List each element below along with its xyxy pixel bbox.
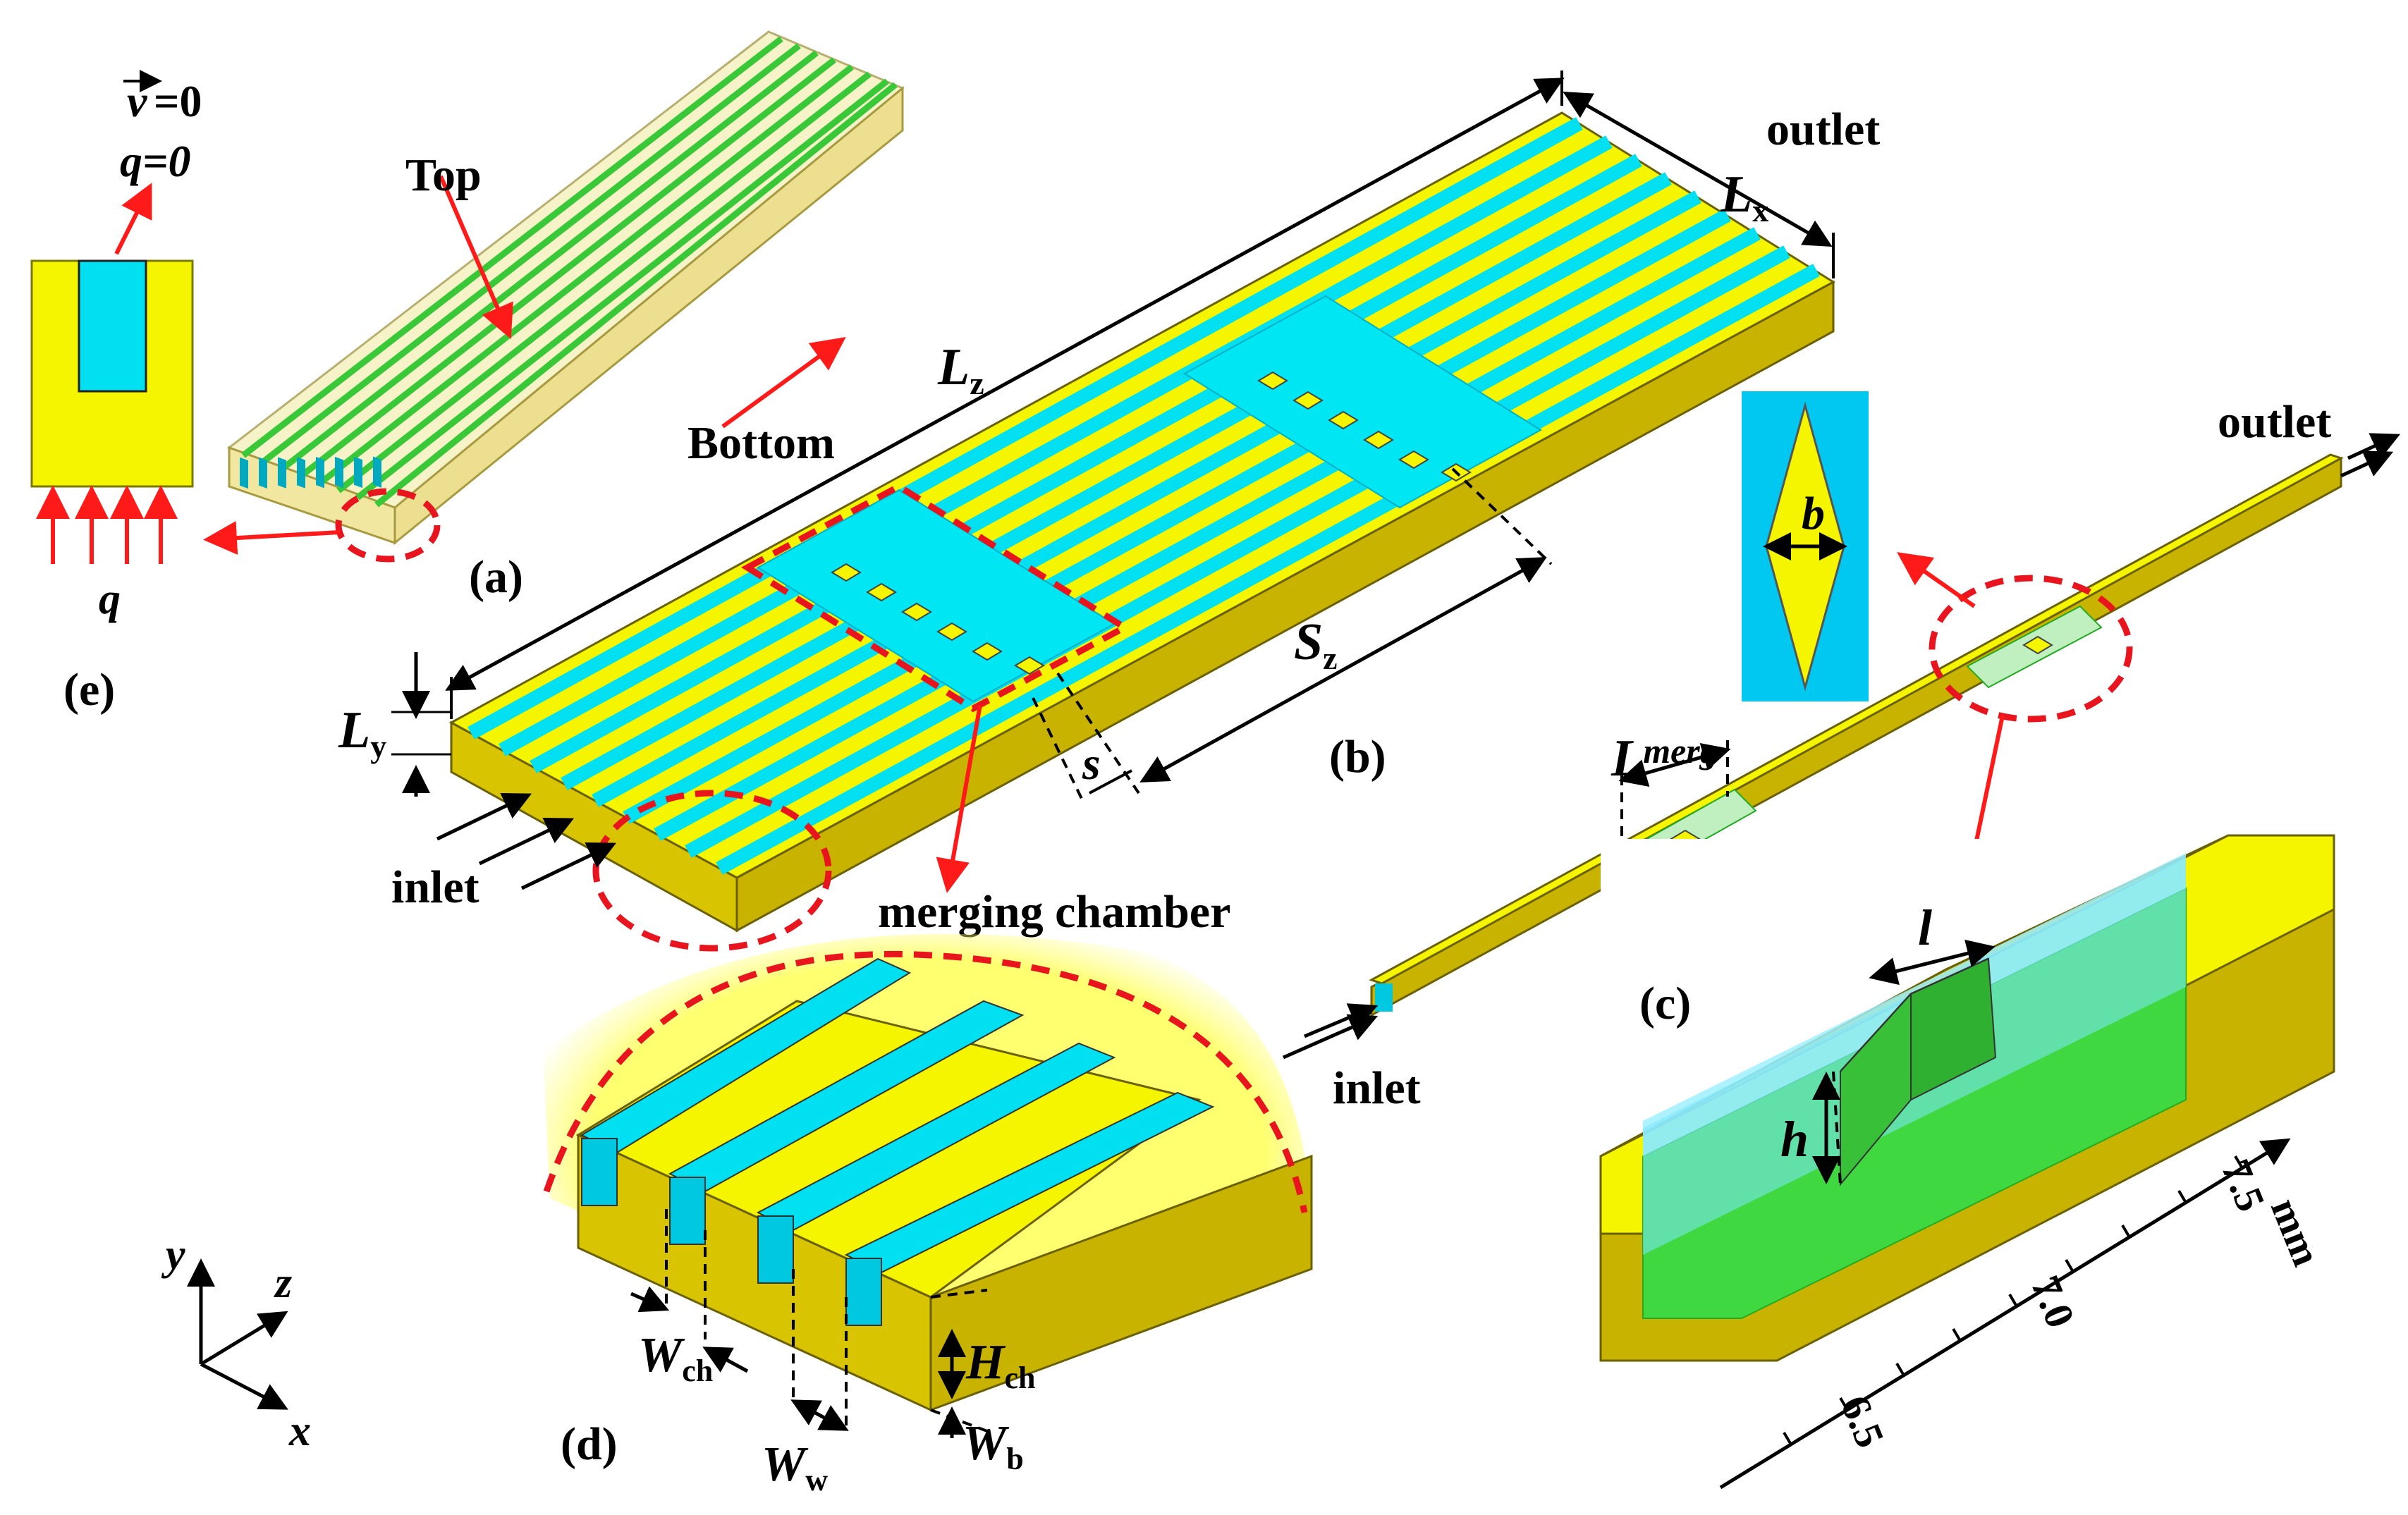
h-dimension-label: h [1780, 1111, 1809, 1167]
panel-e-cross-section: v =0 q=0 q (e) [30, 70, 202, 716]
l-dimension-label: l [1918, 900, 1932, 956]
Lmerg-label: Lmerg [1611, 730, 1718, 787]
Wch-label: Wch [638, 1328, 713, 1388]
panel-c-label: (c) [1639, 978, 1691, 1029]
panel-a-inlet-openings [240, 456, 381, 489]
outlet-label-c: outlet [2218, 396, 2331, 448]
axis-x-label: x [288, 1407, 311, 1455]
inlet-label-c: inlet [1333, 1062, 1421, 1114]
panel-b-label: (b) [1329, 731, 1386, 783]
Lz-label: Lz [937, 338, 984, 401]
scale-ticks [1783, 1155, 2244, 1446]
velocity-condition: =0 [154, 76, 202, 126]
Wb-label: Wb [962, 1416, 1024, 1476]
panel-e-label: (e) [63, 664, 115, 716]
b-dimension-label: b [1802, 488, 1825, 539]
l-dimension [1869, 939, 1996, 986]
panel-a-heat-sink: Top Bottom (a) [203, 30, 905, 603]
s-label: s [1082, 738, 1101, 790]
outlet-label-b: outlet [1766, 104, 1880, 155]
merging-chamber-label: merging chamber [878, 886, 1230, 938]
scale-bar [1719, 1138, 2291, 1490]
panel-a-label: (a) [469, 551, 523, 603]
Sz-label: Sz [1294, 613, 1338, 676]
velocity-symbol: v [127, 76, 147, 126]
panel-d-detail-arc [543, 950, 1308, 1213]
panel-c-detail-circle [1929, 575, 2133, 723]
Lz-dimension [445, 78, 1565, 691]
top-label: Top [405, 149, 482, 201]
panel-b-heat-sink: Lz Lx Ly Sz s outlet inlet merging chamb… [338, 70, 1880, 952]
panel-d-channels [580, 957, 1215, 1326]
Sz-dimension [1139, 557, 1547, 783]
axis-y-label: y [161, 1231, 185, 1279]
Lmerg-dimension [1618, 743, 1731, 787]
panel-d-label: (d) [561, 1418, 618, 1470]
axis-z-label: z [274, 1259, 292, 1307]
heatflux-zero-condition: q=0 [120, 136, 190, 186]
Lx-label: Lx [1720, 166, 1768, 228]
inlet-label-b: inlet [391, 861, 479, 913]
Ww-label: Ww [762, 1437, 828, 1497]
Lx-dimension [1563, 92, 1833, 247]
heat-flux-label: q [99, 575, 121, 623]
panel-a-detail-circle [335, 488, 441, 563]
Ly-label: Ly [338, 701, 386, 764]
bottom-label: Bottom [687, 417, 835, 469]
panel-b-detail-circle [592, 790, 832, 952]
coordinate-axes: y z x [161, 1231, 311, 1455]
bottom-pointer-arrow [721, 336, 846, 429]
panel-d-zoomed-channels: Wch Ww Hch Wb (d) [543, 933, 1313, 1497]
top-boundary-arrow [114, 183, 152, 255]
panel-c-single-channel: b 6.5 7.0 7.5 mm l h Lme [1282, 391, 2401, 1490]
Hch-label: Hch [965, 1335, 1035, 1395]
heat-flux-arrows [36, 485, 178, 564]
